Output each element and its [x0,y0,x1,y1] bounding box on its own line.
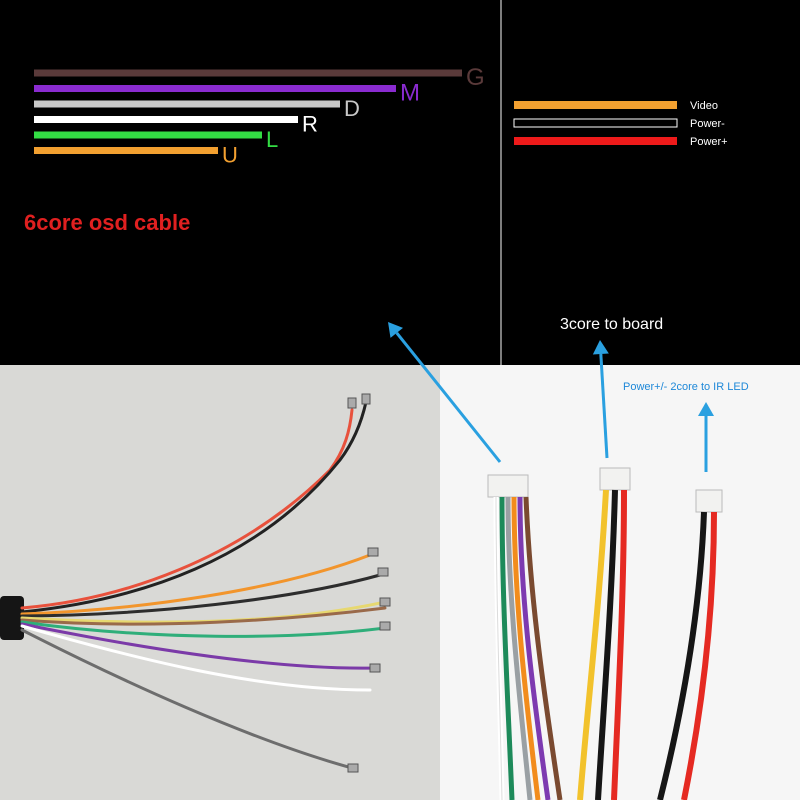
osd-wire-label-d: D [344,96,360,121]
osd-cable-photo [0,393,391,773]
arrow-shaft [599,353,609,459]
conn-wire [577,489,609,800]
osd-wire-r [34,116,298,123]
connector-photo [487,467,723,800]
osd-wire-label-g: G [466,64,485,91]
board-wire-video [514,101,677,109]
cable-sheath [0,596,24,640]
photo-wire-black [20,400,368,614]
connector-2pin [695,489,723,513]
conn-wire [511,496,541,800]
osd-wire-label-l: L [266,127,278,152]
board-wire-label: Video [690,100,718,112]
osd-wire-d [34,100,340,108]
connector-6pin [487,474,529,498]
conn-wire [523,496,563,800]
osd-wire-g [34,69,462,77]
board-wire-label: Power+ [690,136,728,148]
osd-wire-m [34,85,396,92]
pointer-arrows [388,322,714,472]
terminal [361,393,371,405]
osd-wire-label-u: U [222,143,238,168]
conn-wire [499,496,515,800]
photo-wire-brown [20,606,387,626]
arrow-head [592,340,609,355]
top-panel [0,0,800,365]
photo-wire-white [20,624,372,692]
terminal [369,663,381,673]
arrow-head [388,322,403,338]
osd-wire-l [34,131,262,139]
terminal [347,397,357,409]
board-wire-power- [514,137,677,145]
osd-wire-legend [34,69,462,154]
photo-wire-grey [20,628,354,770]
conn-wire [595,489,618,800]
photo-wire-purple [20,622,377,670]
board-wire-label: Power- [690,118,725,130]
conn-wire [681,511,717,800]
osd-wire-label-m: M [400,80,420,107]
conn-wire [611,489,627,800]
osd-wire-u [34,147,218,154]
conn-wire [517,496,551,800]
board-wire-power- [513,118,678,128]
ir-led-label: Power+/- 2core to IR LED [623,381,749,393]
photo-wire-green [20,620,387,638]
conn-wire [657,511,707,800]
conn-wire-edge [495,496,503,800]
osd-cable-title: 6core osd cable [24,210,190,235]
osd-wire-labels: G M D RL U [222,64,485,168]
board-wire-legend [513,101,678,145]
photo-wire-orange [20,553,372,616]
terminal [377,567,389,577]
connector-3pin [599,467,631,491]
terminal [367,547,379,557]
terminal [379,621,391,631]
photo-left [0,365,440,800]
arrow-shaft [395,331,502,463]
board-cable-title: 3core to board [560,316,663,333]
terminal [347,763,359,773]
photo-wire-dark [20,573,382,618]
arrow-head [698,402,714,416]
photo-wire-red [20,408,354,610]
osd-wire-label-r: R [302,112,318,137]
conn-wire [505,496,533,800]
terminal [379,597,391,607]
